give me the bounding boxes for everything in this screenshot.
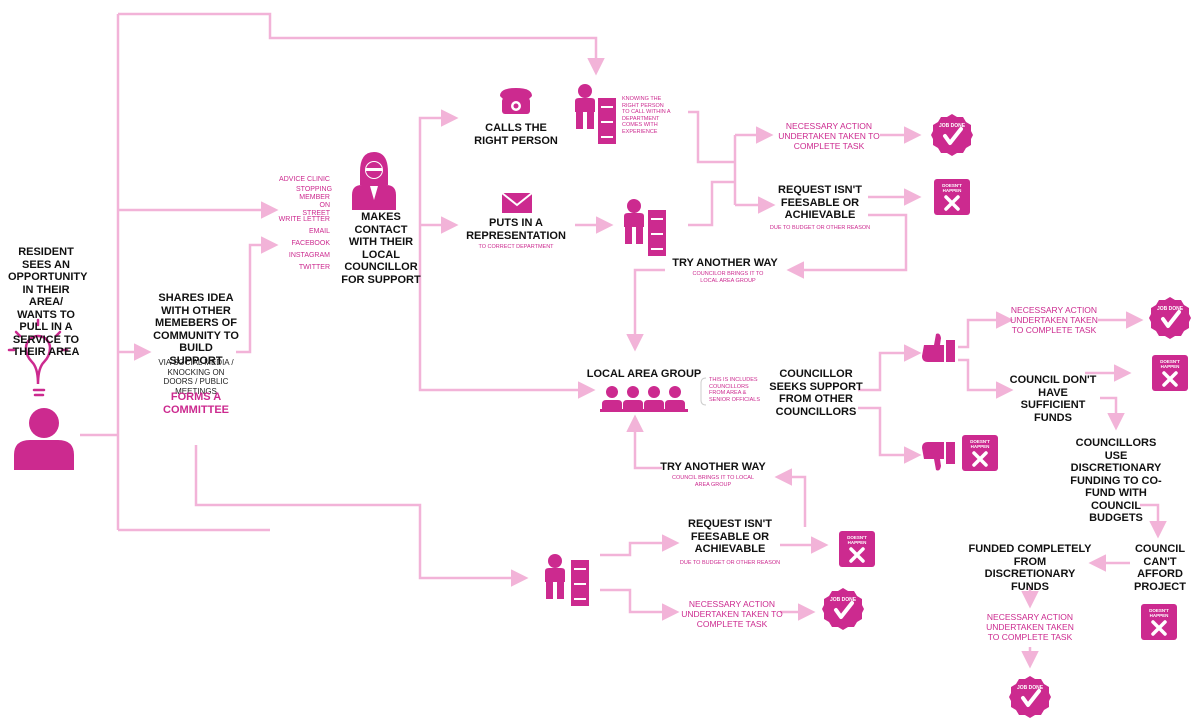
try-another-way-upper: TRY ANOTHER WAY — [672, 257, 778, 269]
calls-note: KNOWING THE RIGHT PERSON TO CALL WITHIN … — [622, 96, 671, 135]
upper-request-label: REQUEST ISN'T FEESABLE OR ACHIEVABLE — [778, 184, 862, 221]
envelope-icon — [501, 192, 533, 213]
councillor-icon — [352, 152, 396, 210]
try-another-way-lower-sub: COUNCIL BRINGS IT TO LOCAL AREA GROUP — [672, 475, 755, 488]
local-area-group-note: THIS IS INCLUDES COUNCILLORS FROM AREA &… — [709, 377, 761, 403]
doesnt-happen-badge — [932, 177, 972, 217]
lower-request-sub: DUE TO BUDGET OR OTHER REASON — [679, 560, 781, 566]
cant-afford-label: COUNCIL CAN'T AFFORD PROJECT — [1134, 543, 1186, 593]
lower-request-label: REQUEST ISN'T FEESABLE OR ACHIEVABLE — [688, 518, 772, 555]
makes-contact-label: MAKES CONTACT WITH THEIR LOCAL COUNCILLO… — [341, 211, 421, 286]
lightbulb-icon — [7, 318, 69, 397]
job-done-badge — [1147, 295, 1193, 341]
right-action-label: NECESSARY ACTION UNDERTAKEN TAKEN TO COM… — [1010, 305, 1098, 335]
thumbs-up-icon — [922, 333, 955, 362]
lower-action-label: NECESSARY ACTION UNDERTAKEN TAKEN TO COM… — [681, 599, 783, 629]
try-another-way-lower: TRY ANOTHER WAY — [660, 461, 766, 473]
job-done-badge — [820, 586, 866, 632]
puts-representation-sub: TO CORRECT DEPARTMENT — [478, 244, 554, 250]
worker-cabinet-icon — [624, 199, 666, 256]
funded-label: FUNDED COMPLETELY FROM DISCRETIONARY FUN… — [968, 543, 1092, 593]
contact-channels: ADVICE CLINIC STOPPING MEMBER ON STREET … — [270, 176, 333, 276]
try-another-way-upper-sub: COUNCILOR BRINGS IT TO LOCAL AREA GROUP — [692, 271, 764, 284]
group-icon — [600, 386, 688, 412]
final-action-label: NECESSARY ACTION UNDERTAKEN TAKEN TO COM… — [986, 612, 1074, 642]
shares-idea-label: SHARES IDEA WITH OTHER MEMEBERS OF COMMU… — [153, 292, 239, 367]
worker-cabinet-icon — [575, 84, 616, 144]
doesnt-happen-badge — [1139, 602, 1179, 642]
forms-committee-label: FORMS A COMMITTEE — [163, 391, 229, 416]
resident-label: RESIDENT SEES AN OPPORTUNITY IN THEIR AR… — [8, 246, 88, 358]
councillor-seeks-label: COUNCILLOR SEEKS SUPPORT FROM OTHER COUN… — [769, 368, 863, 418]
local-area-group-label: LOCAL AREA GROUP — [586, 368, 702, 380]
doesnt-happen-badge — [837, 529, 877, 569]
doesnt-happen-badge — [960, 433, 1000, 473]
puts-representation-label: PUTS IN A REPRESENTATION — [466, 217, 566, 242]
person-icon — [14, 408, 74, 470]
channel-item: INSTAGRAM — [288, 252, 330, 259]
phone-icon — [500, 88, 532, 114]
thumbs-down-icon — [922, 442, 955, 471]
channel-item: EMAIL — [308, 228, 330, 235]
job-done-badge — [1007, 674, 1053, 720]
channel-item: FACEBOOK — [291, 240, 330, 247]
discretionary-label: COUNCILLORS USE DISCRETIONARY FUNDING TO… — [1070, 437, 1162, 524]
shares-idea-sub: VIA SOCIAL MEDIA / KNOCKING ON DOORS / P… — [158, 358, 234, 396]
channel-item: ADVICE CLINIC — [279, 176, 330, 183]
upper-request-sub: DUE TO BUDGET OR OTHER REASON — [769, 225, 871, 231]
calls-right-person-label: CALLS THE RIGHT PERSON — [474, 122, 558, 147]
worker-cabinet-icon — [545, 554, 589, 606]
no-funds-label: COUNCIL DON'T HAVE SUFFICIENT FUNDS — [1009, 374, 1097, 424]
channel-item: STOPPING MEMBER ON STREET — [296, 186, 333, 217]
channel-item: TWITTER — [298, 264, 330, 271]
channel-item: WRITE LETTER — [278, 216, 330, 223]
upper-action-label: NECESSARY ACTION UNDERTAKEN TAKEN TO COM… — [778, 121, 880, 151]
job-done-badge — [929, 112, 975, 158]
doesnt-happen-badge — [1150, 353, 1190, 393]
